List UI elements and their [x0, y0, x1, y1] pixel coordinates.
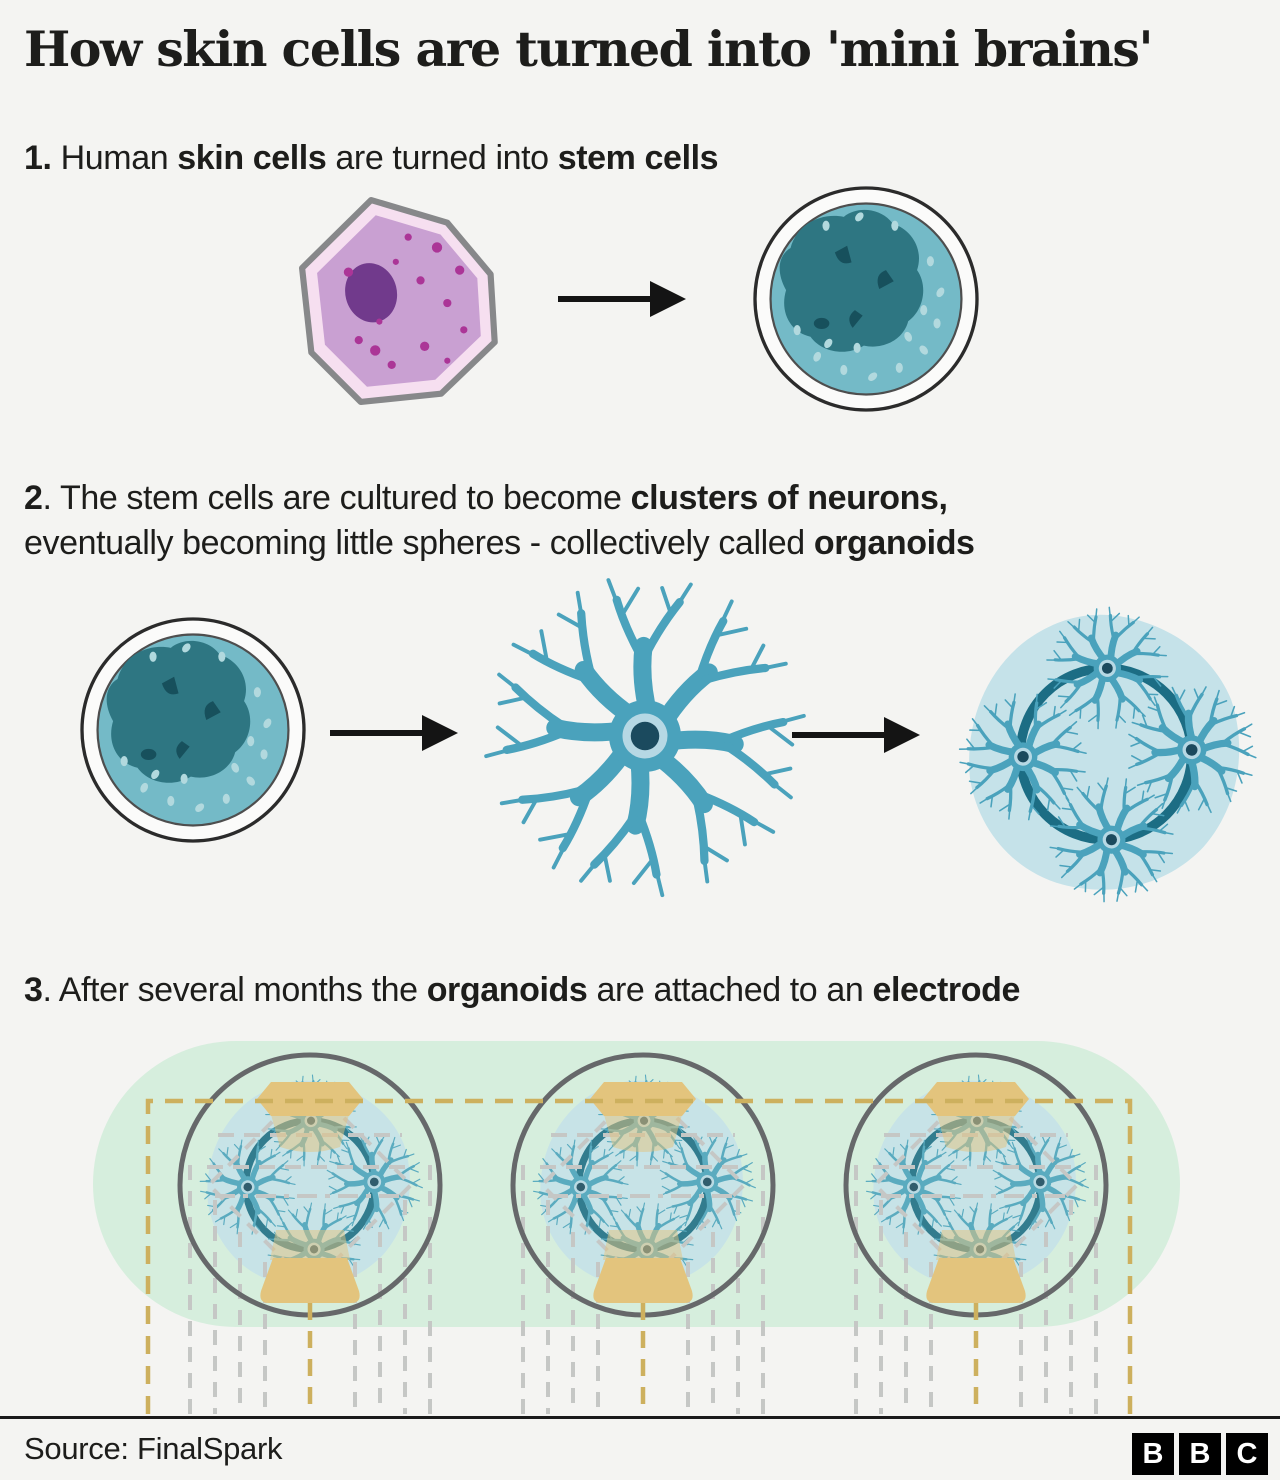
step-1-text: 1. Human skin cells are turned into stem… — [24, 139, 719, 177]
source-credit: Source: FinalSpark — [24, 1431, 283, 1466]
bbc-logo: B B C — [1132, 1433, 1268, 1475]
arrow-right-icon — [558, 281, 686, 317]
organoid-illustration — [943, 595, 1266, 918]
stem-cell-illustration — [753, 186, 979, 412]
step-3-text: 3. After several months the organoids ar… — [24, 971, 1021, 1009]
arrow-right-icon — [792, 717, 920, 753]
step-2-text: 2. The stem cells are cultured to become… — [24, 479, 975, 563]
footer-divider — [0, 1416, 1280, 1419]
arrow-right-icon — [330, 715, 458, 751]
stem-cell-illustration — [80, 617, 306, 843]
bbc-logo-letter: B — [1179, 1433, 1221, 1475]
skin-cell-illustration — [302, 200, 495, 402]
page-title: How skin cells are turned into 'mini bra… — [24, 20, 1153, 78]
step1-illustration — [302, 186, 979, 412]
bbc-logo-letter: B — [1132, 1433, 1174, 1475]
bbc-logo-letter: C — [1226, 1433, 1268, 1475]
gold-electrode-wire — [145, 1098, 1133, 1414]
step3-illustration electrode-array — [93, 1041, 1180, 1414]
neuron-illustration — [486, 580, 804, 895]
step2-illustration — [80, 580, 1266, 918]
